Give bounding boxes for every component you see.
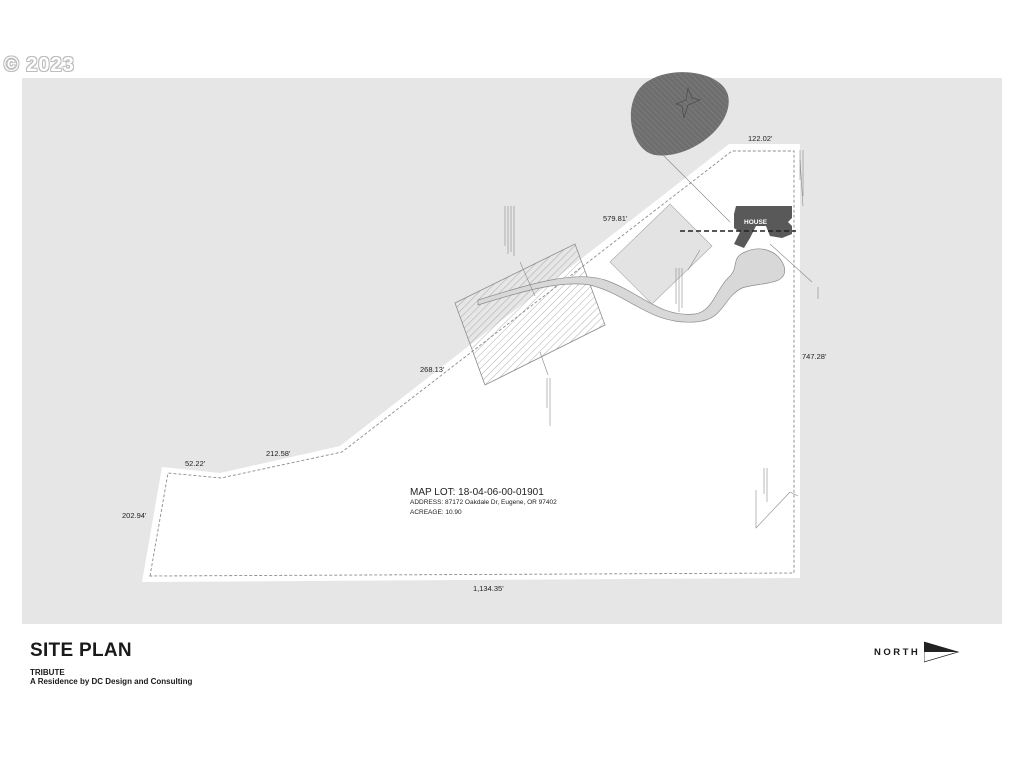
dimension-top-edge: 122.02' bbox=[748, 134, 773, 143]
map-lot-label: MAP LOT: 18-04-06-00-01901 bbox=[410, 487, 544, 498]
building-envelope bbox=[609, 203, 713, 305]
driveway bbox=[477, 248, 786, 323]
dimension-bottom-edge: 1,134.35' bbox=[473, 584, 504, 593]
dimension-short-edge-1: 212.58' bbox=[266, 449, 291, 458]
north-label: NORTH bbox=[874, 646, 921, 658]
address-label: ADDRESS: 87172 Oakdale Dr, Eugene, OR 97… bbox=[410, 499, 557, 506]
acreage-label: ACREAGE: 10.90 bbox=[410, 509, 462, 516]
house-label: HOUSE bbox=[744, 219, 768, 226]
north-arrow-icon bbox=[924, 641, 960, 663]
leader-lines bbox=[519, 154, 813, 529]
copyright-watermark: © 2023 bbox=[4, 54, 75, 76]
dimension-left-edge: 202.94' bbox=[122, 511, 147, 520]
project-subtitle: A Residence by DC Design and Consulting bbox=[30, 677, 193, 686]
north-indicator: NORTH bbox=[874, 641, 960, 663]
pond bbox=[630, 72, 729, 156]
house-footprint bbox=[734, 206, 792, 248]
project-name: TRIBUTE bbox=[30, 668, 65, 677]
dimension-short-edge-2: 52.22' bbox=[185, 459, 206, 468]
dimension-right-edge: 747.28' bbox=[802, 352, 827, 361]
title-block: SITE PLAN TRIBUTE A Residence by DC Desi… bbox=[30, 640, 192, 686]
sheet-title: SITE PLAN bbox=[30, 640, 132, 661]
annotation-notes bbox=[504, 150, 819, 502]
dimension-diagonal-upper: 579.81' bbox=[603, 214, 628, 223]
dimension-diagonal-lower: 268.13' bbox=[420, 365, 445, 374]
